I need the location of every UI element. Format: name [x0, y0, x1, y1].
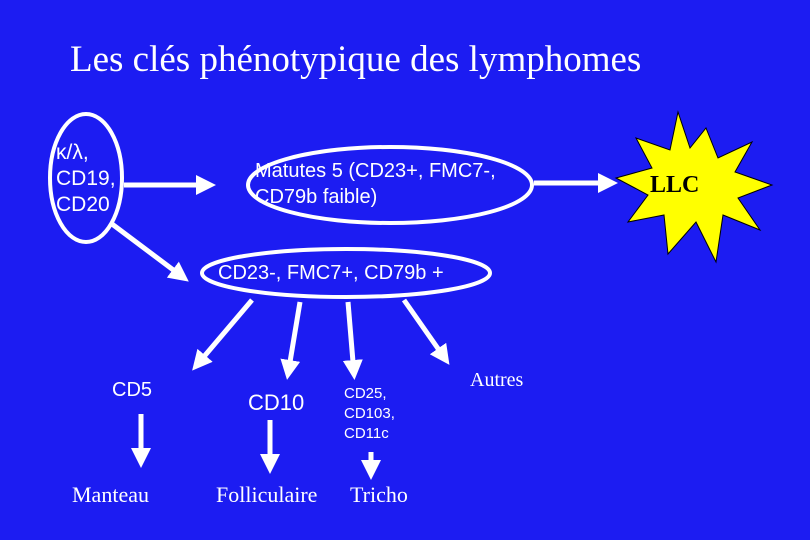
arrow-markers-to-cd23 — [110, 222, 189, 282]
cd23-label: CD23-, FMC7+, CD79b + — [218, 262, 444, 284]
markers-line-2: CD19, — [56, 167, 116, 190]
cd10-label: CD10 — [248, 390, 305, 415]
matutes-label: Matutes 5 (CD23+, FMC7-, CD79b faible) — [255, 158, 496, 210]
cd23-ellipse — [200, 247, 492, 299]
llc-starburst — [614, 110, 774, 264]
cd5-label: CD5 — [112, 379, 153, 401]
arrow-cd23-to-cd10 — [280, 301, 303, 380]
matutes-ellipse — [246, 145, 534, 225]
cd25-line-3: CD11c — [344, 425, 389, 442]
arrow-cd23-to-cd25 — [342, 301, 363, 380]
matutes-line-1: Matutes 5 (CD23+, FMC7-, — [255, 160, 496, 182]
markers-label: κ/λ, CD19, CD20 — [56, 140, 116, 218]
autres-label: Autres — [470, 369, 524, 391]
cd25-line-2: CD103, — [344, 405, 395, 422]
manteau-label: Manteau — [72, 482, 149, 507]
markers-line-1: κ/λ, — [56, 141, 89, 164]
markers-line-3: CD20 — [56, 193, 110, 216]
cd25-label: CD25, CD103, CD11c — [344, 384, 395, 444]
arrow-cd23-to-autres — [401, 298, 450, 365]
folliculaire-label: Folliculaire — [216, 482, 318, 507]
slide-title: Les clés phénotypique des lymphomes — [70, 39, 642, 80]
arrow-cd23-to-cd5 — [192, 298, 254, 371]
llc-label: LLC — [650, 172, 700, 198]
matutes-line-2: CD79b faible) — [255, 186, 378, 208]
tricho-label: Tricho — [350, 482, 408, 507]
cd25-line-1: CD25, — [344, 385, 387, 402]
markers-ellipse — [48, 112, 124, 244]
